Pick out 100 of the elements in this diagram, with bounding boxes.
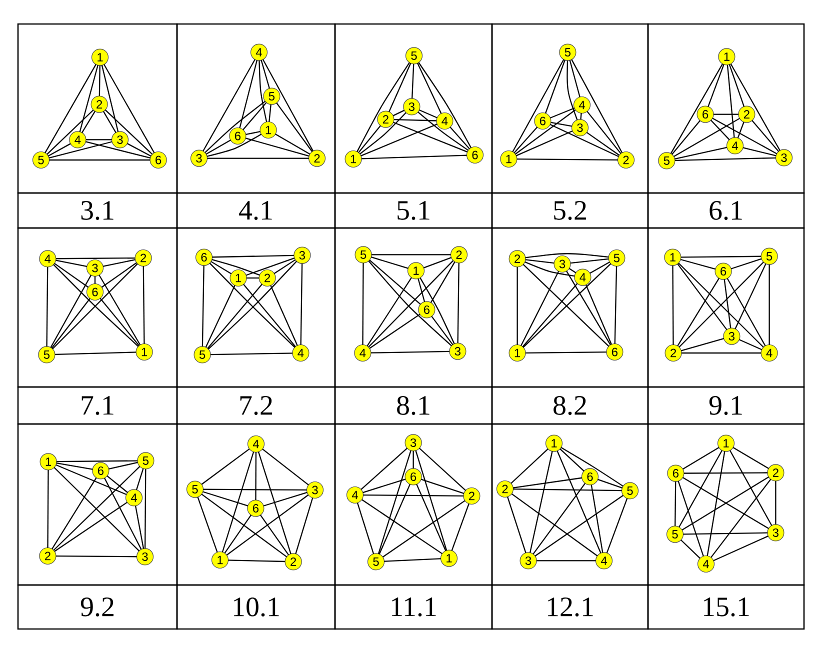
edge-line <box>418 62 472 148</box>
edge-line <box>416 484 446 551</box>
edge-line <box>536 560 596 562</box>
edge-line <box>262 448 309 486</box>
edge-line <box>108 462 138 470</box>
edge-line <box>706 451 726 556</box>
edge-line <box>203 488 307 491</box>
edge-line <box>144 468 146 548</box>
edge-line <box>202 491 248 506</box>
edge-line <box>532 483 586 554</box>
caption-cell: 9.2 <box>17 584 178 630</box>
edge-line <box>560 447 624 487</box>
edge-line <box>681 338 724 352</box>
edge-line <box>525 253 609 258</box>
edge-line <box>713 536 768 562</box>
edge-line <box>358 125 381 153</box>
edge-line <box>104 478 142 550</box>
edge-line <box>356 502 374 554</box>
edge-line <box>210 352 292 356</box>
edge-line <box>356 62 410 152</box>
edge-line <box>54 352 136 356</box>
graph-cell <box>647 227 805 388</box>
caption-cell: 10.1 <box>176 584 336 630</box>
edge-line <box>102 259 136 267</box>
edge-line <box>522 283 578 348</box>
edge-line <box>86 141 150 159</box>
edge-line <box>737 122 744 138</box>
edge-line <box>212 258 260 276</box>
edge-line <box>86 139 112 140</box>
edge-line <box>516 130 573 156</box>
edge-line <box>512 59 564 152</box>
edge-line <box>513 477 582 488</box>
graph-cell <box>647 23 805 194</box>
edge-line <box>684 472 768 474</box>
edge-line <box>98 66 100 96</box>
edge-line <box>586 111 622 154</box>
edge-line <box>207 284 262 349</box>
graph-cell <box>17 23 178 194</box>
edge-line <box>136 468 144 490</box>
edge-line <box>418 112 469 151</box>
caption-cell: 9.1 <box>647 386 805 425</box>
caption-cell: 5.2 <box>491 192 649 229</box>
edge-line <box>204 100 266 154</box>
edge-line <box>457 262 460 344</box>
edge-line <box>556 450 602 554</box>
edge-line <box>245 138 310 157</box>
edge-line <box>363 494 464 496</box>
caption-cell: 7.2 <box>176 386 336 425</box>
edge-line <box>739 339 762 350</box>
edge-line <box>48 141 112 158</box>
edge-line <box>674 157 776 162</box>
edge-line <box>674 482 676 526</box>
edge-line <box>571 59 623 154</box>
edge-line <box>47 470 49 548</box>
edge-line <box>56 462 93 470</box>
edge-line <box>569 60 580 98</box>
edge-line <box>580 113 582 120</box>
caption-cell: 8.2 <box>491 386 649 425</box>
edge-line <box>544 60 566 114</box>
edge-line <box>46 110 94 155</box>
edge-line <box>680 256 762 258</box>
edge-line <box>412 450 414 468</box>
edge-line <box>360 112 406 154</box>
edge-line <box>730 258 762 270</box>
edge-line <box>451 504 470 551</box>
edge-line <box>678 480 704 556</box>
edge-line <box>570 258 609 264</box>
edge-line <box>674 146 728 160</box>
edge-line <box>270 285 298 346</box>
edge-line <box>222 452 254 552</box>
edge-line <box>258 60 268 122</box>
edge-line <box>560 448 584 472</box>
edge-line <box>56 555 137 558</box>
edge-line <box>614 266 618 344</box>
edge-line <box>590 484 604 553</box>
edge-line <box>228 560 286 562</box>
edge-line <box>54 262 89 288</box>
edge-line <box>134 506 144 549</box>
edge-line <box>726 64 735 138</box>
edge-line <box>210 261 232 274</box>
graph-cell <box>491 227 649 388</box>
edge-line <box>362 262 364 345</box>
edge-line <box>450 126 470 150</box>
edge-line <box>424 257 452 268</box>
edge-line <box>510 448 548 484</box>
edge-line <box>242 102 267 130</box>
edge-line <box>127 143 152 157</box>
edge-line <box>260 60 270 89</box>
edge-line <box>420 478 464 494</box>
edge-line <box>276 102 313 152</box>
edge-line <box>586 132 620 156</box>
edge-line <box>56 260 88 267</box>
edge-line <box>197 496 218 552</box>
graph-cell <box>334 423 493 586</box>
edge-line <box>674 118 740 158</box>
edge-line <box>420 278 455 344</box>
edge-line <box>550 108 575 118</box>
edge-line <box>712 118 778 154</box>
edge-line <box>598 478 622 489</box>
edge-line <box>262 59 314 152</box>
